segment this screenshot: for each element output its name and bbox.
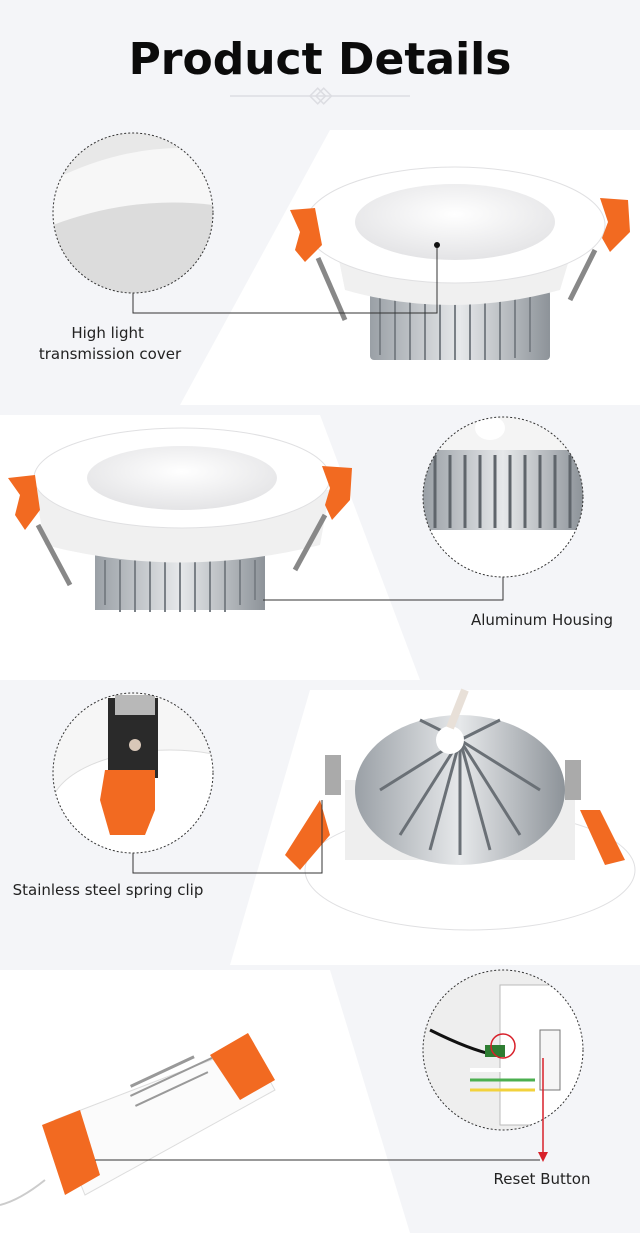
feature-label: Reset Button — [494, 1170, 591, 1188]
feature-clip-section: Stainless steel spring clip — [13, 688, 640, 965]
feature-housing-section: Aluminum Housing — [0, 415, 613, 680]
spring-icon — [325, 755, 341, 795]
callout-dot — [434, 242, 440, 248]
downlight-side-image — [8, 427, 352, 612]
callout-line — [263, 577, 504, 601]
feature-cover-section: High light transmission cover — [39, 130, 640, 405]
feature-reset-section: Reset Button — [0, 969, 591, 1233]
detail-circle-reset — [422, 969, 584, 1131]
detail-circle-clip — [52, 692, 214, 854]
header: Product Details — [129, 34, 512, 105]
callout-line — [132, 245, 438, 314]
feature-label: Aluminum Housing — [471, 611, 613, 629]
feature-label: High light transmission cover — [39, 324, 182, 363]
detail-circle-cover — [52, 132, 214, 294]
downlight-front-image — [290, 166, 630, 360]
downlight-back-image — [285, 688, 636, 931]
feature-label: Stainless steel spring clip — [13, 881, 204, 899]
callout-line — [132, 800, 323, 874]
title-divider — [230, 87, 410, 105]
detail-circle-housing — [422, 416, 584, 578]
page-title: Product Details — [129, 34, 512, 85]
reset-highlight — [490, 1033, 516, 1059]
led-driver-image — [0, 1033, 276, 1206]
arrow-down-icon — [538, 1152, 548, 1162]
